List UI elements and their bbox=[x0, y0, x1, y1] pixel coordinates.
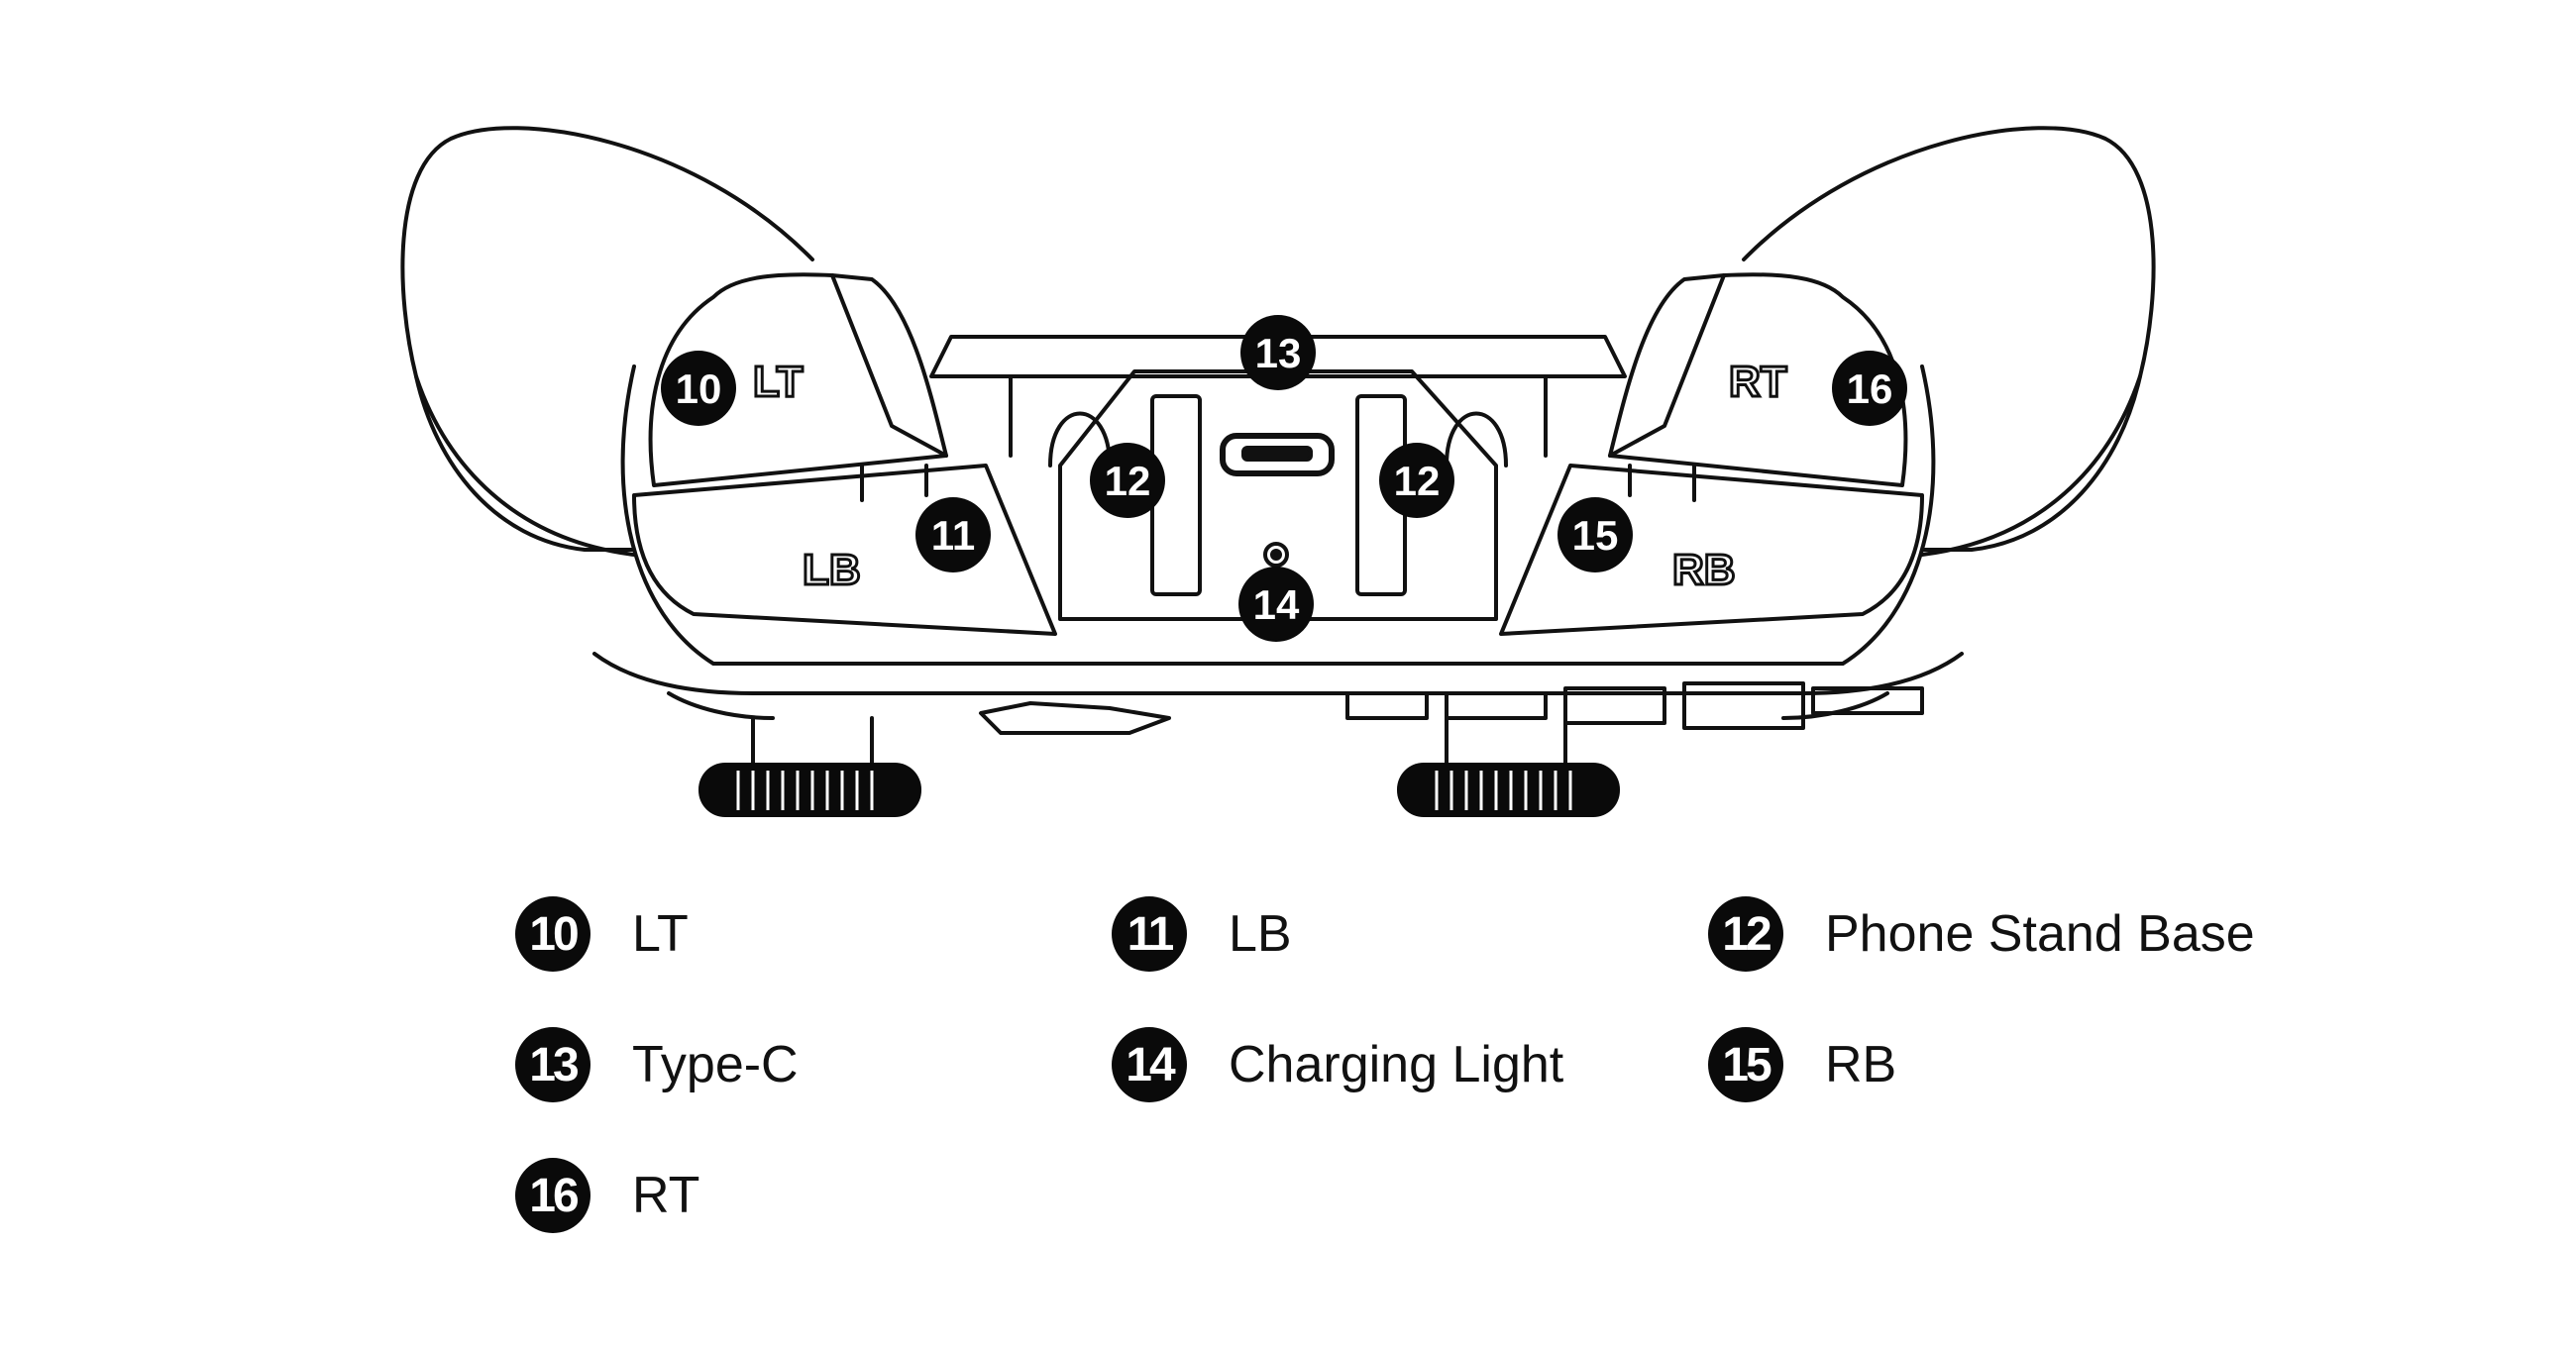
svg-text:12: 12 bbox=[1394, 458, 1441, 504]
charging-light bbox=[1263, 542, 1289, 568]
svg-text:13: 13 bbox=[1255, 330, 1302, 376]
rb-bumper bbox=[1499, 464, 1924, 636]
device-label-rt: RT bbox=[1729, 358, 1787, 406]
callout-badge-16: 16 bbox=[1832, 351, 1907, 426]
right-grip bbox=[1742, 126, 2156, 552]
legend-badge: 10 bbox=[515, 896, 590, 972]
callout-badge-12-right: 12 bbox=[1379, 443, 1454, 518]
svg-text:11: 11 bbox=[931, 512, 975, 559]
callout-badge-15: 15 bbox=[1557, 497, 1633, 572]
svg-text:16: 16 bbox=[1847, 365, 1893, 412]
legend-label: RB bbox=[1825, 1036, 1897, 1093]
lt-trigger bbox=[648, 272, 948, 487]
left-grip bbox=[400, 126, 814, 552]
callout-badge-12-left: 12 bbox=[1090, 443, 1165, 518]
legend-badge: 16 bbox=[515, 1158, 590, 1233]
svg-text:10: 10 bbox=[676, 365, 722, 412]
svg-text:14: 14 bbox=[1253, 581, 1300, 628]
callout-badge-11: 11 bbox=[915, 497, 991, 572]
legend-label: Phone Stand Base bbox=[1825, 905, 2255, 963]
device-label-rb: RB bbox=[1672, 546, 1736, 594]
type-c-port bbox=[1220, 433, 1335, 476]
callout-badge-10: 10 bbox=[661, 351, 736, 426]
legend-badge: 15 bbox=[1708, 1027, 1783, 1102]
legend-label: RT bbox=[632, 1167, 700, 1224]
legend-badge: 12 bbox=[1708, 896, 1783, 972]
port-module bbox=[1058, 369, 1498, 621]
lb-bumper bbox=[632, 464, 1057, 636]
callout-badge-13: 13 bbox=[1240, 315, 1316, 390]
legend-label: LB bbox=[1229, 905, 1292, 963]
svg-text:15: 15 bbox=[1572, 512, 1619, 559]
legend-badge: 14 bbox=[1112, 1027, 1187, 1102]
legend-label: Type-C bbox=[632, 1036, 799, 1093]
device-label-lb: LB bbox=[803, 546, 861, 594]
callout-badge-14: 14 bbox=[1238, 567, 1314, 642]
legend-badge: 11 bbox=[1112, 896, 1187, 972]
legend-label: Charging Light bbox=[1229, 1036, 1564, 1093]
thumbsticks bbox=[698, 763, 1620, 817]
svg-text:12: 12 bbox=[1105, 458, 1151, 504]
controller-top-view-diagram: LT LB RT RB 10 11 12 12 13 14 15 16 bbox=[400, 126, 2156, 817]
legend-label: LT bbox=[632, 905, 689, 963]
controller-body bbox=[620, 364, 1936, 666]
device-label-lt: LT bbox=[753, 358, 804, 406]
legend-badge: 13 bbox=[515, 1027, 590, 1102]
top-shell bbox=[929, 335, 1627, 378]
